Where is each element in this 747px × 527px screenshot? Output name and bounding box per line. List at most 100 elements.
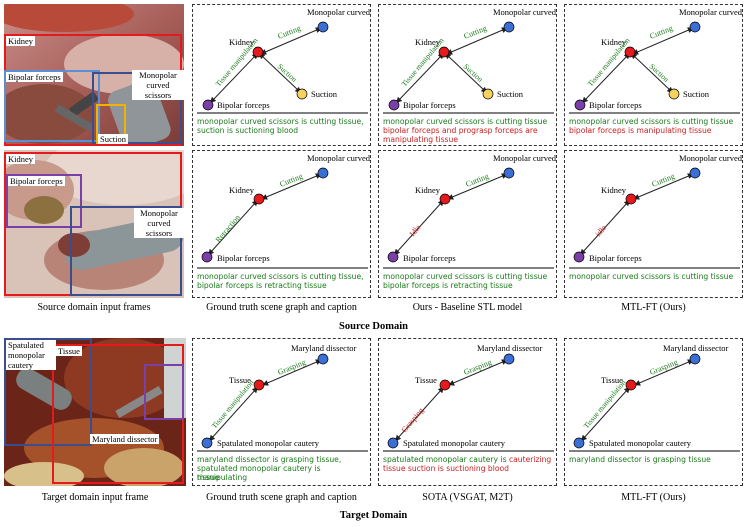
sg-source-r1-stl: Kidney Monopolar curved scissors Bipolar… <box>378 4 585 146</box>
node-label-center: Tissue <box>601 375 623 385</box>
col-caption-mtl: MTL-FT (Ours) <box>621 302 686 313</box>
edge-label-c: Suction <box>276 62 299 84</box>
surgical-image-2 <box>4 150 184 298</box>
node-label-suction: Suction <box>311 89 338 99</box>
edge-label-b: Idle <box>408 223 423 239</box>
node-label-target: Monopolar curved scissors <box>493 7 558 17</box>
target-domain-title: Target Domain <box>339 510 408 521</box>
scene-graph: Kidney Monopolar curved scissors Bipolar… <box>197 153 399 269</box>
caption-line-1: monopolar curved scissors is cutting tis… <box>569 117 734 126</box>
scene-graph: Tissue Maryland dissector Spatulated mon… <box>569 343 740 452</box>
node-label-target: Maryland dissector <box>663 343 729 353</box>
node-label-center: Tissue <box>415 375 437 385</box>
caption-line-2: tissue suction is suctioning blood <box>383 464 509 473</box>
label-spatulated: Spatulated monopolar cautery <box>6 340 56 370</box>
caption-line-1: monopolar curved scissors is cutting tis… <box>569 272 734 281</box>
sg-target-gt: Tissue Maryland dissector Spatulated mon… <box>192 338 371 486</box>
scene-graph: Tissue Maryland dissector Spatulated mon… <box>383 343 554 452</box>
bbox-monopolar-2 <box>70 206 182 296</box>
edge-label-b: Tissue manipulation <box>210 378 256 431</box>
label-bipolar-2: Bipolar forceps <box>8 176 65 186</box>
caption-line-2: spatulated monopolar cautery is manipula… <box>197 464 321 482</box>
edge-label-b: Grasping <box>400 406 426 434</box>
caption-line-1: monopolar curved scissors is cutting tis… <box>197 117 364 126</box>
label-bipolar: Bipolar forceps <box>6 72 63 82</box>
caption-line-1: monopolar curved scissors is cutting tis… <box>383 272 548 281</box>
label-suction: Suction <box>98 134 128 144</box>
caption-line-1: maryland dissector is grasping tissue <box>569 455 711 464</box>
edge-label-b: idle <box>594 223 609 238</box>
node-label-suction: Suction <box>497 89 524 99</box>
node-label-target: Maryland dissector <box>477 343 543 353</box>
sg-source-r2-gt: Kidney Monopolar curved scissors Bipolar… <box>192 150 399 298</box>
edge-label-a: Grasping <box>648 358 679 377</box>
col-caption-target-gt: Ground truth scene graph and caption <box>206 492 357 503</box>
node-label-instrument: Spatulated monopolar cautery <box>217 438 320 448</box>
node-label-center: Kidney <box>601 185 627 195</box>
caption-line-2: suction is suctioning blood <box>197 126 299 135</box>
node-label-instrument: Bipolar forceps <box>403 100 456 110</box>
node-label-target: Maryland dissector <box>291 343 357 353</box>
source-frame-2: Kidney Bipolar forceps Monopolar curved … <box>4 150 184 298</box>
node-label-target: Monopolar curved scissors <box>679 153 744 163</box>
node-label-center: Kidney <box>229 185 255 195</box>
surgical-image-3 <box>4 338 186 486</box>
sg-target-mtl: Tissue Maryland dissector Spatulated mon… <box>564 338 743 486</box>
label-monopolar-2: Monopolar curved scissors <box>134 208 184 238</box>
caption-line-1: monopolar curved scissors is cutting tis… <box>383 117 548 126</box>
caption-part-correct: spatulated monopolar cautery is <box>383 455 507 464</box>
node-label-target: Monopolar curved scissors <box>307 153 372 163</box>
node-label-center: Kidney <box>601 37 627 47</box>
col-caption-sota: SOTA (VSGAT, M2T) <box>422 492 513 503</box>
node-label-target: Monopolar curved scissors <box>307 7 372 17</box>
sg-source-r2-stl: Kidney Monopolar curved scissors Bipolar… <box>378 150 585 298</box>
sg-source-r2-mtl: Kidney Monopolar curved scissors Bipolar… <box>564 150 747 298</box>
target-frame: Spatulated monopolar cautery Tissue Mary… <box>4 338 186 486</box>
node-label-instrument: Spatulated monopolar cautery <box>403 438 506 448</box>
caption-line-2: bipolar forceps and prograsp forceps are… <box>383 126 538 144</box>
scene-graph: Kidney Monopolar curved scissors Bipolar… <box>569 7 747 114</box>
col-caption-source-frames: Source domain input frames <box>37 302 151 313</box>
scene-graph: Kidney Monopolar curved scissors Bipolar… <box>197 7 399 114</box>
label-monopolar: Monopolar curved scissors <box>132 70 184 100</box>
col-caption-target-frame: Target domain input frame <box>41 492 149 503</box>
caption-part-wrong: cauterizing <box>508 455 552 464</box>
node-label-instrument: Bipolar forceps <box>217 253 270 263</box>
node-label-suction: Suction <box>683 89 710 99</box>
label-kidney: Kidney <box>6 36 36 46</box>
bbox-maryland <box>144 364 184 420</box>
caption-line-3: tissue <box>197 473 220 482</box>
caption-line-2: bipolar forceps is retracting tissue <box>383 281 513 290</box>
edge-label-a: Grasping <box>462 358 493 377</box>
node-label-instrument: Bipolar forceps <box>589 100 642 110</box>
col-caption-stl: Ours - Baseline STL model <box>412 302 523 313</box>
scene-graph: Tissue Maryland dissector Spatulated mon… <box>197 343 368 452</box>
node-label-center: Kidney <box>415 185 441 195</box>
caption-line-1: monopolar curved scissors is cutting tis… <box>197 272 364 281</box>
node-label-target: Monopolar curved scissors <box>493 153 558 163</box>
bbox-bipolar <box>4 70 100 142</box>
node-label-center: Tissue <box>229 375 251 385</box>
col-caption-gt: Ground truth scene graph and caption <box>206 302 357 313</box>
edge-label-b: Retraction <box>214 213 242 244</box>
label-kidney-2: Kidney <box>6 154 36 164</box>
caption-line-1: spatulated monopolar cautery is cauteriz… <box>383 455 551 464</box>
label-tissue: Tissue <box>56 346 82 356</box>
source-domain-title: Source Domain <box>339 321 408 332</box>
edge-label-b: Tissue manipulation <box>582 378 628 431</box>
edge-label-c: Suction <box>462 62 485 84</box>
bbox-spatulated <box>4 338 92 446</box>
sg-target-sota: Tissue Maryland dissector Spatulated mon… <box>378 338 557 486</box>
node-label-center: Kidney <box>415 37 441 47</box>
scene-graph: Kidney Monopolar curved scissors Bipolar… <box>383 153 585 269</box>
edge-label-a: Grasping <box>276 358 307 377</box>
edge-label-c: Suction <box>648 62 671 84</box>
bbox-bipolar-2 <box>6 174 82 228</box>
scene-graph: Kidney Monopolar curved scissors Bipolar… <box>383 7 585 114</box>
source-frame-1: Kidney Bipolar forceps Monopolar curved … <box>4 4 184 146</box>
caption-line-2: bipolar forceps is manipulating tissue <box>569 126 712 135</box>
label-maryland: Maryland dissector <box>90 434 160 444</box>
node-label-center: Kidney <box>229 37 255 47</box>
caption-line-2: bipolar forceps is retracting tissue <box>197 281 327 290</box>
sg-source-r1-mtl: Kidney Monopolar curved scissors Bipolar… <box>564 4 747 146</box>
